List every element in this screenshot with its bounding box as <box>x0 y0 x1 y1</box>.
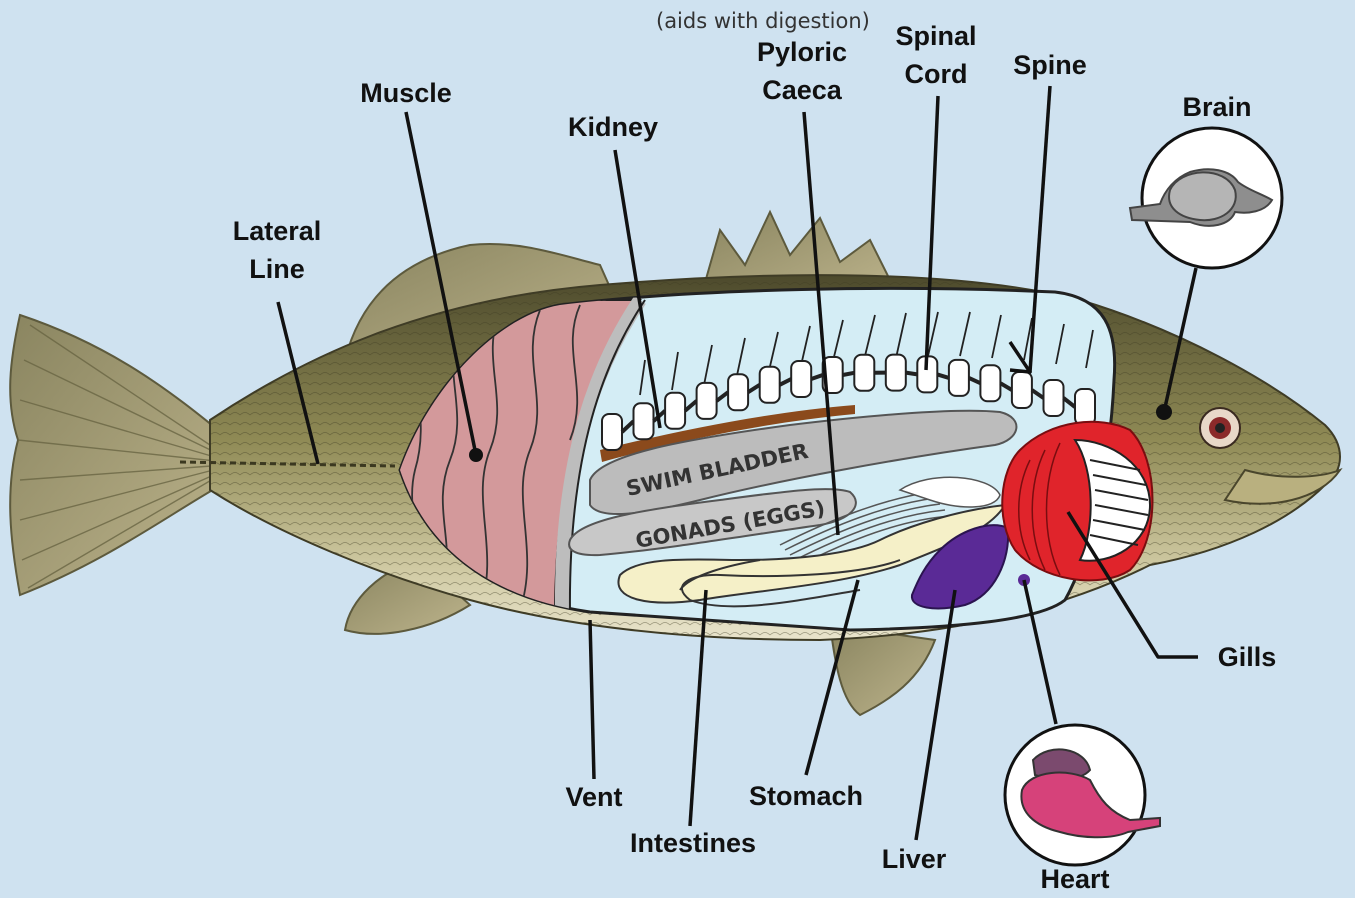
vertebra <box>760 367 780 403</box>
label-lateral-line-line1: Lateral <box>214 212 340 250</box>
gills-organ <box>1002 422 1152 581</box>
brain-inset <box>1130 128 1282 268</box>
label-spinal-cord: Spinal Cord <box>880 17 992 93</box>
label-spine: Spine <box>996 46 1104 84</box>
vertebra <box>1012 372 1032 408</box>
vertebra <box>791 361 811 397</box>
label-muscle: Muscle <box>343 74 469 112</box>
vertebra <box>1044 380 1064 416</box>
vertebra <box>697 383 717 419</box>
vertebra <box>728 374 748 410</box>
label-gills: Gills <box>1200 638 1294 676</box>
vertebra <box>665 393 685 429</box>
label-heart: Heart <box>1022 860 1128 898</box>
vertebra <box>634 403 654 439</box>
pyloric-caeca-note: (aids with digestion) <box>656 9 870 33</box>
spinal-cord-segment <box>906 373 918 375</box>
vertebra <box>980 365 1000 401</box>
leader-vent <box>590 620 594 779</box>
spinal-cord-segment <box>843 373 855 375</box>
vertebra <box>854 355 874 391</box>
label-liver: Liver <box>866 840 962 878</box>
label-stomach: Stomach <box>732 777 880 815</box>
vertebra <box>602 414 622 450</box>
vertebra <box>949 360 969 396</box>
label-pyloric-caeca-line2: Caeca <box>738 71 866 109</box>
label-vent: Vent <box>545 778 643 816</box>
label-pyloric-caeca-line1: Pyloric <box>738 33 866 71</box>
label-kidney: Kidney <box>553 108 673 146</box>
label-intestines: Intestines <box>612 824 774 862</box>
heart-inset <box>1005 725 1160 865</box>
label-lateral-line-line2: Line <box>214 250 340 288</box>
label-spinal-cord-line1: Spinal <box>880 17 992 55</box>
label-pyloric-caeca: Pyloric Caeca <box>738 33 866 109</box>
label-lateral-line: Lateral Line <box>214 212 340 288</box>
tail-fin <box>10 315 230 595</box>
label-spinal-cord-line2: Cord <box>880 55 992 93</box>
label-brain: Brain <box>1162 88 1272 126</box>
vertebra <box>1075 389 1095 425</box>
vertebra <box>886 355 906 391</box>
